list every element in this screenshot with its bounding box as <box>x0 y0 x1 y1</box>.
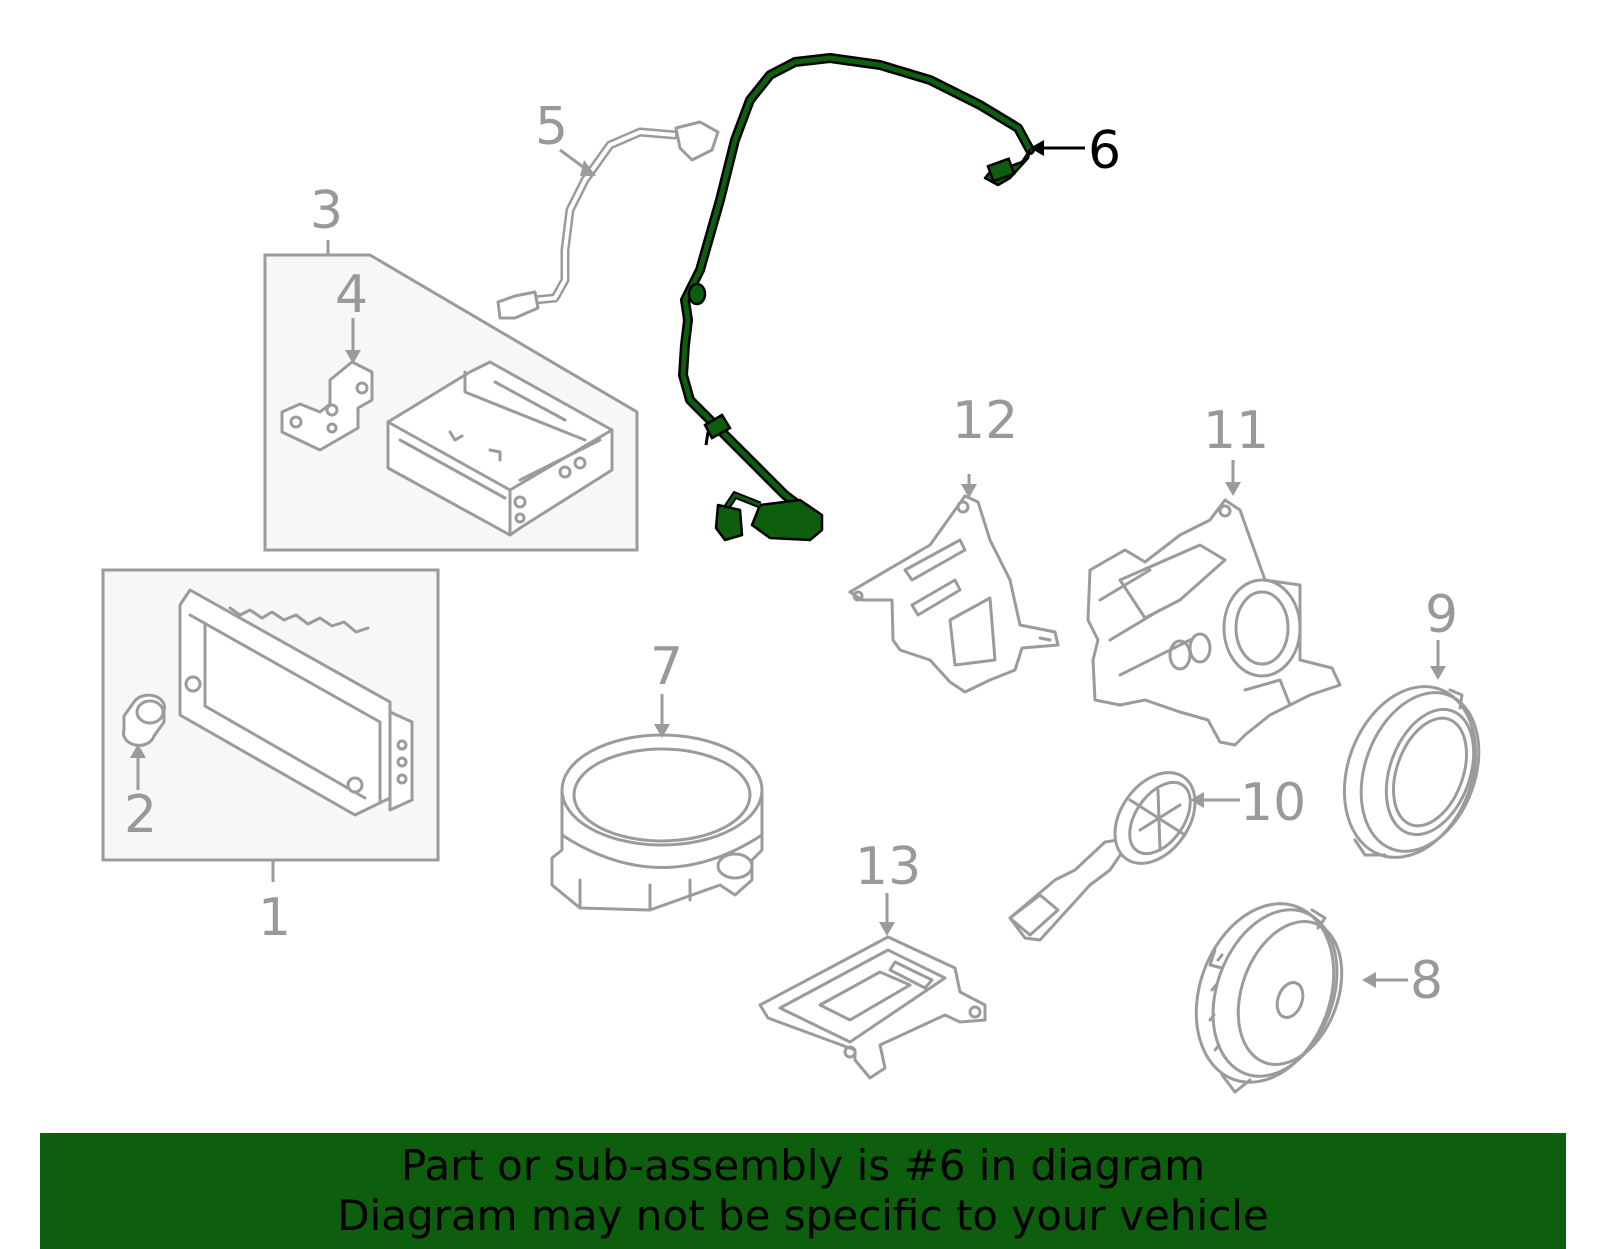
part-4-bracket[interactable] <box>280 360 374 452</box>
part-9-speaker[interactable] <box>1322 640 1500 876</box>
callout-12: 12 <box>952 391 1018 451</box>
callout-8: 8 <box>1410 951 1443 1011</box>
part-10-tweeter[interactable] <box>1008 758 1240 942</box>
callout-3: 3 <box>310 181 343 241</box>
part-1-radio-unit[interactable] <box>178 588 414 817</box>
callout-11: 11 <box>1203 401 1269 461</box>
callout-13: 13 <box>855 837 921 897</box>
callout-6: 6 <box>1088 121 1121 181</box>
part-3-group[interactable] <box>263 240 639 552</box>
banner-line-1: Part or sub-assembly is #6 in diagram <box>400 1141 1206 1190</box>
part-6-harness[interactable] <box>678 53 1085 542</box>
callout-7: 7 <box>650 637 683 697</box>
callout-2: 2 <box>124 785 157 845</box>
part-3-unit[interactable] <box>386 360 614 537</box>
part-11-speaker-housing[interactable] <box>1086 460 1342 747</box>
callout-9: 9 <box>1425 585 1458 645</box>
part-8-speaker[interactable] <box>1172 884 1408 1101</box>
callout-5: 5 <box>535 97 568 157</box>
info-banner: Part or sub-assembly is #6 in diagram Di… <box>40 1133 1566 1249</box>
callout-4: 4 <box>335 265 368 325</box>
part-7-speaker[interactable] <box>550 694 764 912</box>
callout-10: 10 <box>1240 773 1306 833</box>
callout-1: 1 <box>258 888 291 948</box>
part-12-bracket[interactable] <box>848 474 1060 694</box>
part-13-module[interactable] <box>758 893 987 1080</box>
part-1-group[interactable] <box>101 568 440 882</box>
part-2-knob[interactable] <box>122 693 166 747</box>
banner-line-2: Diagram may not be specific to your vehi… <box>337 1191 1269 1240</box>
part-5-cable[interactable] <box>496 120 720 320</box>
